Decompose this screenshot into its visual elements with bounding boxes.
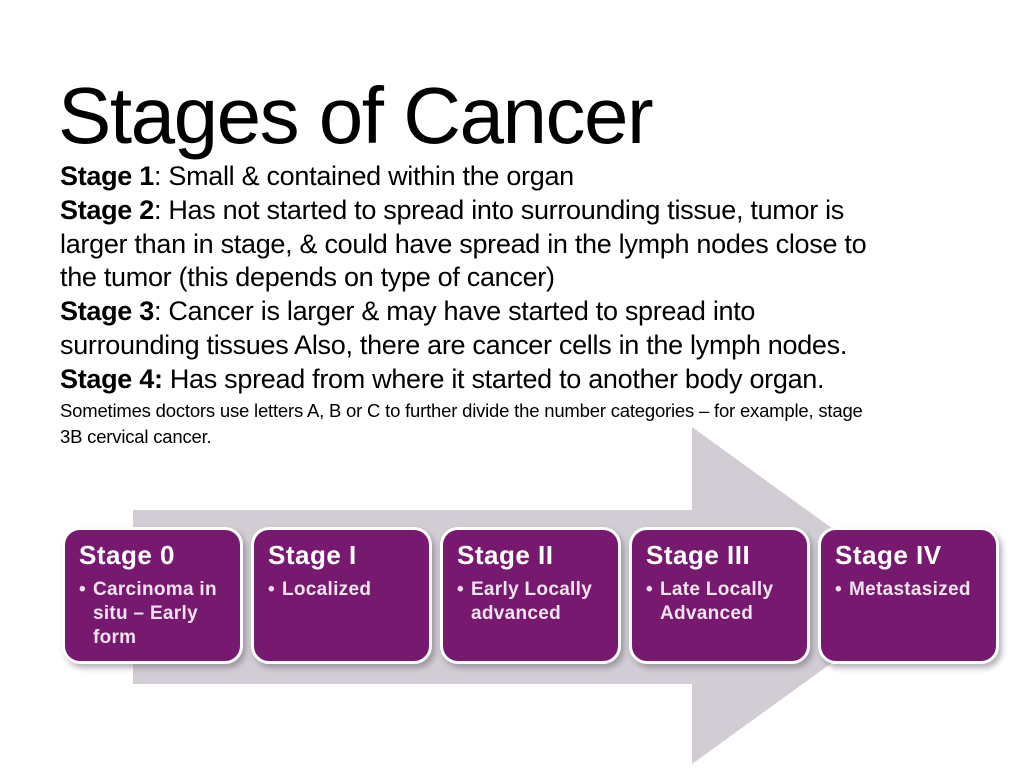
note-line: Sometimes doctors use letters A, B or C … [60, 398, 980, 424]
stage-bullet-text: Late Locally Advanced [659, 578, 774, 624]
stage-card: Stage IV • Metastasized [818, 527, 999, 664]
body-line-text: Has spread from where it started to anot… [162, 363, 825, 394]
stage-card-title: Stage I [268, 540, 357, 570]
stage-card-title: Stage IV [835, 540, 942, 570]
body-line: Stage 4: Has spread from where it starte… [60, 363, 970, 397]
stage-card-title: Stage 0 [79, 540, 175, 570]
stage-bullet-text: Carcinoma in situ – Early form [92, 578, 217, 648]
bullet-icon: • [646, 578, 653, 600]
bullet-icon: • [457, 578, 464, 600]
stage-bullet-text: Early Locally advanced [470, 578, 593, 624]
slide-title: Stages of Cancer [58, 71, 654, 160]
body-line-text: surrounding tissues Also, there are canc… [60, 329, 848, 360]
stage-card-title: Stage II [457, 540, 554, 570]
stage-card-bullet: • Metastasized [835, 578, 988, 602]
stage-card: Stage I • Localized [251, 527, 432, 664]
body-line-text: the tumor (this depends on type of cance… [60, 262, 555, 293]
stage-lead-label: Stage 2 [60, 194, 154, 225]
note-line-text: 3B cervical cancer. [60, 426, 212, 447]
stage-lead-label: Stage 4: [60, 363, 163, 394]
body-line: surrounding tissues Also, there are canc… [60, 329, 970, 363]
stage-card-bullet: • Early Locally advanced [457, 578, 610, 626]
note-line: 3B cervical cancer. [60, 424, 980, 450]
stage-card-bullet: • Carcinoma in situ – Early form [79, 578, 232, 650]
body-line-text: : Small & contained within the organ [153, 161, 574, 191]
slide-notes: Sometimes doctors use letters A, B or C … [60, 398, 980, 450]
stage-card: Stage 0 • Carcinoma in situ – Early form [62, 527, 243, 664]
stage-card: Stage III • Late Locally Advanced [629, 527, 810, 664]
body-line: larger than in stage, & could have sprea… [60, 228, 970, 262]
body-line-text: larger than in stage, & could have sprea… [60, 228, 867, 259]
body-line: Stage 3: Cancer is larger & may have sta… [60, 295, 970, 329]
body-line-text: : Cancer is larger & may have started to… [153, 296, 756, 327]
stage-lead-label: Stage 1 [60, 161, 154, 191]
bullet-icon: • [79, 578, 86, 600]
stage-bullet-text: Localized [281, 578, 372, 600]
stage-card-bullet: • Late Locally Advanced [646, 578, 799, 626]
body-line-text: : Has not started to spread into surroun… [153, 194, 845, 225]
stage-bullet-text: Metastasized [848, 578, 971, 600]
stage-card-title: Stage III [646, 540, 751, 570]
body-line: Stage 2: Has not started to spread into … [60, 194, 970, 228]
bullet-icon: • [835, 578, 842, 600]
body-line: the tumor (this depends on type of cance… [60, 261, 970, 295]
stage-lead-label: Stage 3 [60, 296, 154, 327]
slide-body-text: Stage 1: Small & contained within the or… [60, 160, 970, 397]
bullet-icon: • [268, 578, 275, 600]
note-line-text: Sometimes doctors use letters A, B or C … [60, 400, 863, 421]
stage-card-bullet: • Localized [268, 578, 421, 602]
stage-card: Stage II • Early Locally advanced [440, 527, 621, 664]
body-line: Stage 1: Small & contained within the or… [60, 160, 970, 194]
